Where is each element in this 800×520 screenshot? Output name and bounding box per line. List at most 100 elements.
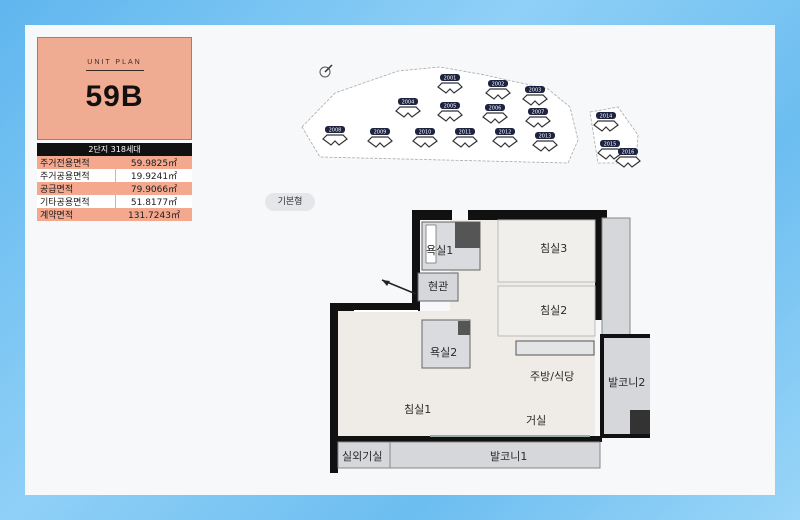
- table-row: 주거전용면적 59.9825㎡: [37, 156, 192, 169]
- site-building-label: 2002: [492, 82, 505, 88]
- site-building-label: 2009: [374, 130, 387, 136]
- unit-plan-subtitle: UNIT PLAN: [87, 59, 142, 66]
- unit-plan-card: UNIT PLAN 59B: [37, 37, 192, 140]
- site-building-tag: [535, 132, 555, 139]
- table-row: 기타공용면적 51.8177㎡: [37, 195, 192, 208]
- site-building: 2014: [593, 112, 619, 132]
- site-building-tag: [440, 74, 460, 81]
- wall: [330, 303, 338, 473]
- site-building: 2006: [482, 104, 508, 124]
- site-building: 2002: [485, 80, 511, 100]
- site-building-label: 2003: [529, 88, 542, 94]
- area-value: 79.9066㎡: [115, 182, 192, 195]
- wall: [412, 210, 452, 220]
- site-building-tag: [398, 98, 418, 105]
- site-building-label: 2005: [444, 104, 457, 110]
- area-value: 131.7243㎡: [115, 208, 192, 221]
- shaft: [455, 222, 480, 248]
- kitchen-counter: [515, 340, 595, 356]
- room-label-living: 거실: [526, 414, 546, 427]
- site-building-label: 2010: [419, 130, 432, 136]
- site-building-tag: [488, 80, 508, 87]
- site-building: 2003: [522, 86, 548, 106]
- site-building-tag: [528, 108, 548, 115]
- area-value: 51.8177㎡: [115, 195, 192, 208]
- site-building-label: 2011: [459, 130, 472, 136]
- balcony2-area: [601, 217, 631, 339]
- site-building-tag: [455, 128, 475, 135]
- entrance-area: [417, 272, 459, 302]
- site-building: 2009: [367, 128, 393, 148]
- site-building-label: 2015: [604, 142, 617, 148]
- room-label-balcony2: 발코니2: [608, 376, 645, 389]
- room-label-bath2: 욕실2: [430, 346, 457, 359]
- site-building-label: 2004: [402, 100, 415, 106]
- wall: [330, 303, 420, 311]
- site-building-tag: [596, 112, 616, 119]
- table-row: 공급면적 79.9066㎡: [37, 182, 192, 195]
- wall: [412, 210, 420, 305]
- site-plan: 2001 2002 2003 2004 2005 2006 2007 2008 2009 2010…: [301, 64, 641, 168]
- site-building-label: 2008: [329, 128, 342, 134]
- site-building: 2013: [532, 132, 558, 152]
- room-label-bedroom1: 침실1: [404, 403, 431, 416]
- balcony1-area: [389, 441, 601, 469]
- site-building-tag: [600, 140, 620, 147]
- site-building: 2011: [452, 128, 478, 148]
- site-building-tag: [415, 128, 435, 135]
- shaft: [458, 321, 470, 335]
- area-label: 주거공용면적: [37, 169, 116, 182]
- entry-arrow-head: [382, 280, 390, 286]
- site-building-tag: [370, 128, 390, 135]
- site-building: 2008: [322, 126, 348, 146]
- wall: [338, 436, 602, 442]
- area-label: 기타공용면적: [37, 195, 116, 208]
- floor-surface: [497, 285, 596, 337]
- site-building-tag: [525, 86, 545, 93]
- site-building-label: 2007: [532, 110, 545, 116]
- site-building: 2016: [615, 148, 641, 168]
- area-label: 계약면적: [37, 208, 116, 221]
- subtitle-rule: [85, 70, 144, 71]
- area-table-header-row: 2단지 318세대: [37, 143, 192, 156]
- room-label-balcony1: 발코니1: [490, 450, 527, 463]
- site-building: 2015: [597, 140, 623, 160]
- room-label-bedroom3: 침실3: [540, 242, 567, 255]
- site-building-tag: [618, 148, 638, 155]
- site-building: 2001: [437, 74, 463, 94]
- floor-plan-viewer: UNIT PLAN 59B 2단지 318세대 주거전용면적 59.9825㎡ …: [25, 25, 775, 495]
- floor-plan: 욕실1 현관 침실3 침실2 욕실2 주방/식당 발코니2 침실1 거실 실외기…: [330, 210, 650, 473]
- site-building-tag: [440, 102, 460, 109]
- site-building: 2004: [395, 98, 421, 118]
- area-value: 19.9241㎡: [115, 169, 192, 182]
- site-building: 2005: [437, 102, 463, 122]
- type-tab-basic[interactable]: 기본형: [265, 193, 315, 211]
- wall: [468, 210, 606, 220]
- site-building-tag: [495, 128, 515, 135]
- room-label-bath1: 욕실1: [426, 244, 453, 257]
- site-building: 2010: [412, 128, 438, 148]
- room-label-bedroom2: 침실2: [540, 304, 567, 317]
- site-building-label: 2006: [489, 106, 502, 112]
- site-building-label: 2016: [622, 150, 635, 156]
- room-label-entrance: 현관: [428, 280, 448, 293]
- site-building-label: 2001: [444, 76, 457, 82]
- site-building-label: 2013: [539, 134, 552, 140]
- shaft: [630, 410, 650, 434]
- site-building-label: 2014: [600, 114, 613, 120]
- site-building-tag: [325, 126, 345, 133]
- unit-type-code: 59B: [85, 80, 144, 113]
- bathtub: [425, 224, 437, 264]
- area-value: 59.9825㎡: [115, 156, 192, 169]
- site-building: 2012: [492, 128, 518, 148]
- site-building-label: 2012: [499, 130, 512, 136]
- area-table-header: 2단지 318세대: [37, 143, 192, 156]
- table-row: 주거공용면적 19.9241㎡: [37, 169, 192, 182]
- room-label-outdoor-unit: 실외기실: [342, 450, 382, 463]
- floor-surface: [497, 219, 596, 283]
- site-building-tag: [485, 104, 505, 111]
- area-table: 2단지 318세대 주거전용면적 59.9825㎡ 주거공용면적 19.9241…: [37, 143, 192, 221]
- table-row: 계약면적 131.7243㎡: [37, 208, 192, 221]
- north-compass-icon: [319, 64, 333, 78]
- area-label: 공급면적: [37, 182, 116, 195]
